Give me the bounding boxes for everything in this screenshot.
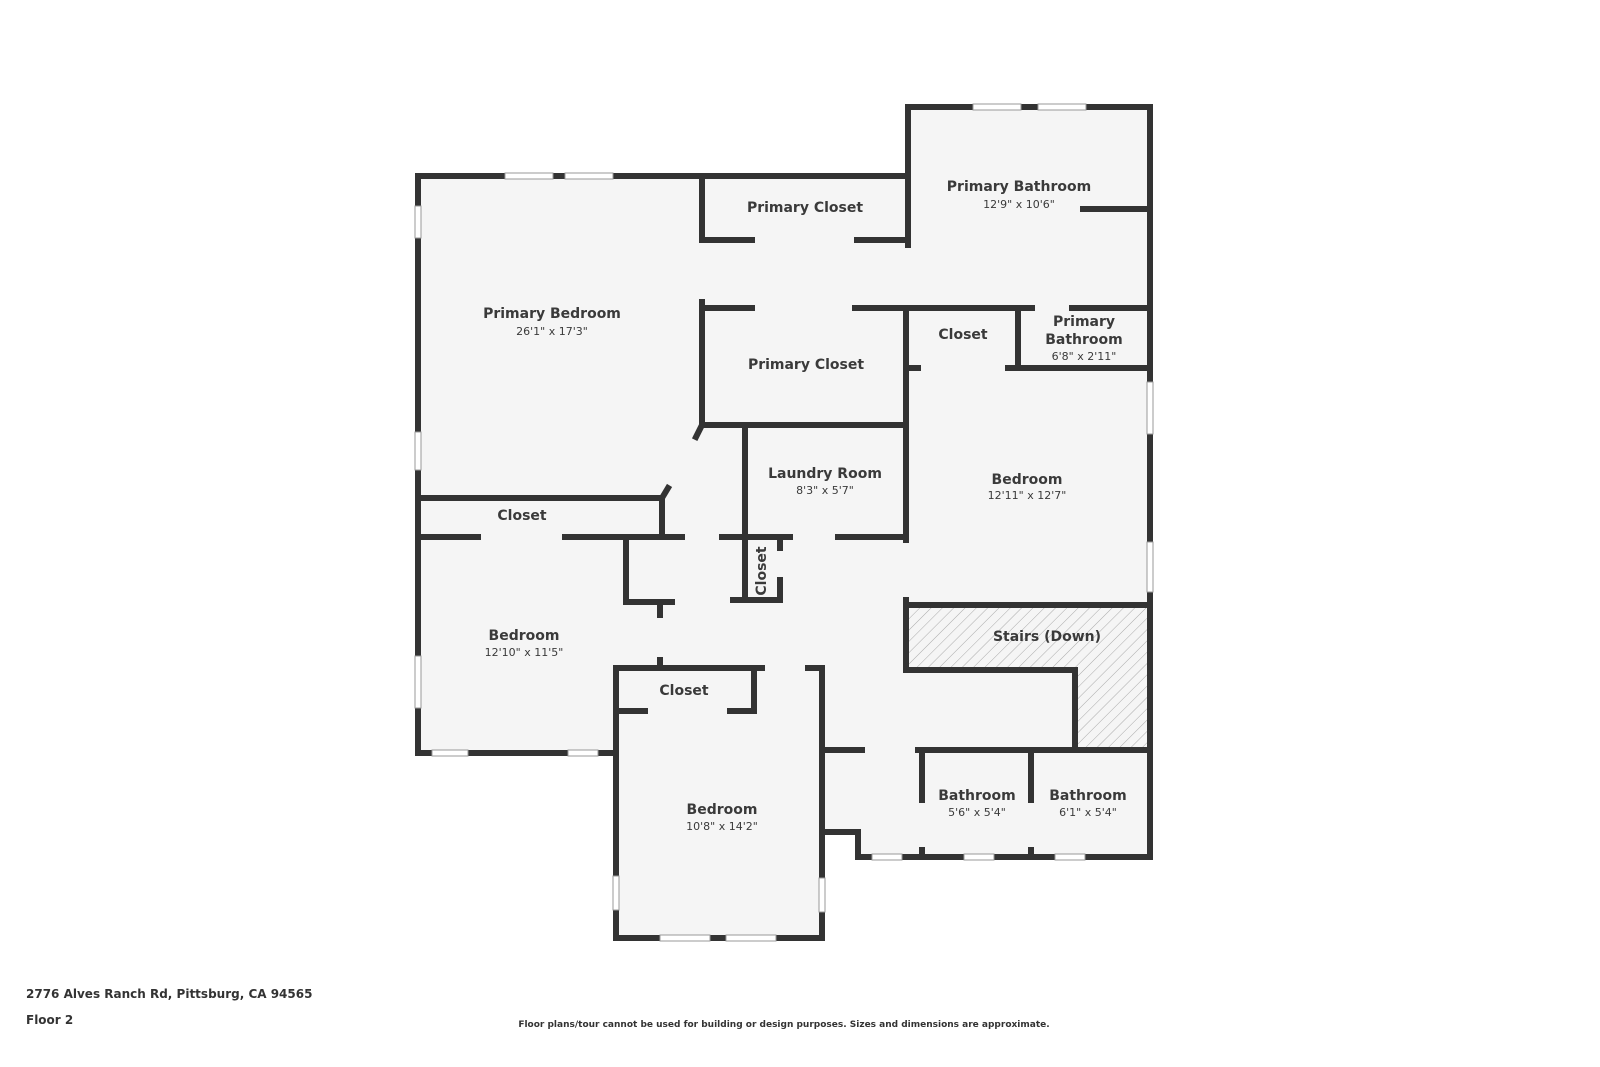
room-bedroom-3-name: Bedroom	[687, 802, 758, 818]
room-bathroom-1-name: Bathroom	[938, 788, 1016, 804]
room-closet-4-name: Closet	[659, 683, 709, 699]
floor-label: Floor 2	[26, 1013, 74, 1027]
room-primary-bathroom-1-dims: 12'9" x 10'6"	[983, 198, 1055, 211]
room-closet-3-name: Closet	[754, 546, 770, 596]
room-primary-closet-2-name: Primary Closet	[748, 357, 864, 373]
room-bedroom-1-name: Bedroom	[992, 472, 1063, 488]
room-primary-bedroom-dims: 26'1" x 17'3"	[516, 325, 588, 338]
room-primary-closet-1-name: Primary Closet	[747, 200, 863, 216]
address-label: 2776 Alves Ranch Rd, Pittsburg, CA 94565	[26, 987, 313, 1001]
room-primary-bathroom-2-dims: 6'8" x 2'11"	[1052, 350, 1117, 363]
room-bedroom-2-name: Bedroom	[489, 628, 560, 644]
room-labels: Primary Bedroom 26'1" x 17'3" Primary Cl…	[483, 179, 1127, 833]
room-closet-1-name: Closet	[938, 327, 988, 343]
floor-area	[418, 107, 1150, 938]
room-laundry-name: Laundry Room	[768, 466, 882, 482]
walls	[415, 104, 1153, 941]
disclaimer: Floor plans/tour cannot be used for buil…	[518, 1020, 1050, 1030]
stairs-hatch	[906, 605, 1150, 750]
room-bathroom-2-name: Bathroom	[1049, 788, 1127, 804]
room-primary-bathroom-2-name-1: Primary	[1053, 314, 1115, 330]
room-bedroom-3-dims: 10'8" x 14'2"	[686, 820, 758, 833]
room-bathroom-2-dims: 6'1" x 5'4"	[1059, 806, 1117, 819]
windows	[414, 103, 1154, 942]
room-bathroom-1-dims: 5'6" x 5'4"	[948, 806, 1006, 819]
room-primary-bathroom-1-name: Primary Bathroom	[947, 179, 1091, 195]
room-primary-bathroom-2-name-2: Bathroom	[1045, 332, 1123, 348]
room-bedroom-2-dims: 12'10" x 11'5"	[485, 646, 564, 659]
room-primary-bedroom-name: Primary Bedroom	[483, 306, 621, 322]
room-bedroom-1-dims: 12'11" x 12'7"	[988, 489, 1067, 502]
room-stairs-name: Stairs (Down)	[993, 629, 1101, 645]
room-closet-2-name: Closet	[497, 508, 547, 524]
room-laundry-dims: 8'3" x 5'7"	[796, 484, 854, 497]
